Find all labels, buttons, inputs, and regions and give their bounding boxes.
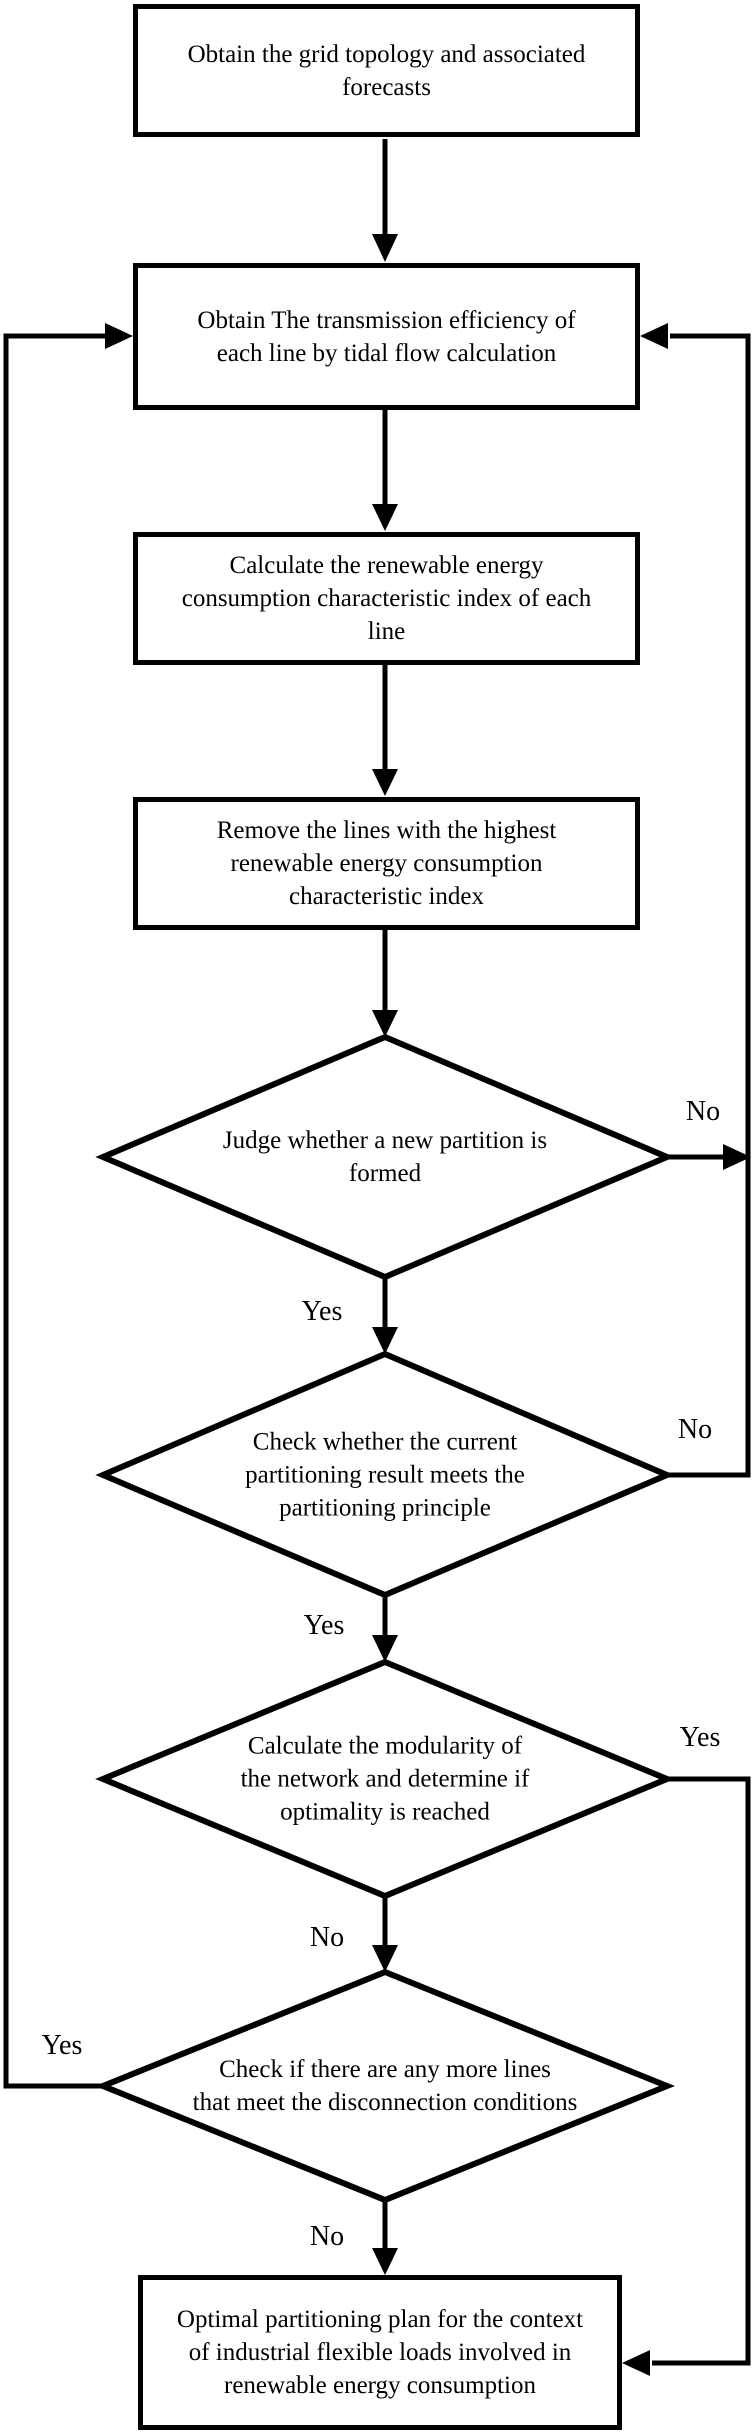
branch-label-decision1-yes: Yes (301, 1296, 343, 1327)
process-text-line: renewable energy consumption (230, 850, 543, 877)
decision-text-line: optimality is reached (280, 1798, 490, 1826)
decision-text-more-lines: Check if there are any more lines that m… (95, 2053, 675, 2119)
process-text-line: Obtain The transmission efficiency of (197, 306, 576, 334)
decision-text-modularity: Calculate the modularity of the network … (95, 1730, 675, 1829)
process-text-line: of industrial flexible loads involved in (188, 2339, 572, 2366)
arrowhead-into-step4 (372, 769, 398, 796)
branch-label-decision4-yes: Yes (41, 2030, 83, 2061)
process-text-line: renewable energy consumption (224, 2372, 536, 2399)
decision-text-new-partition: Judge whether a new partition is formed (95, 1124, 675, 1190)
process-text-line: consumption characteristic index of each (181, 585, 592, 612)
arrowhead-into-decision4 (372, 1945, 398, 1972)
decision1-diamond (95, 1033, 675, 1281)
arrowhead-into-step2-right (640, 323, 668, 349)
arrowhead-into-step2-left (105, 323, 133, 349)
decision-text-partitioning-principle: Check whether the current partitioning r… (95, 1426, 675, 1525)
branch-label-decision4-no: No (309, 2221, 345, 2252)
decision-text-line: Check if there are any more lines (219, 2056, 551, 2083)
decision-text-line: partitioning principle (279, 1494, 491, 1522)
loop-decision4-yes-to-step2 (3, 333, 107, 2089)
branch-label-decision3-yes: Yes (679, 1722, 721, 1753)
decision-text-line: Check whether the current (252, 1428, 518, 1456)
arrowhead-into-step2-top (372, 234, 398, 262)
decision-text-line: formed (348, 1160, 422, 1187)
process-text-line: characteristic index (288, 883, 485, 910)
process-text-line: Remove the lines with the highest (216, 817, 557, 844)
process-box-transmission-efficiency: Obtain The transmission efficiency of ea… (133, 263, 640, 410)
branch-label-decision2-yes: Yes (303, 1610, 345, 1641)
process-text-line: Calculate the renewable energy (229, 552, 544, 579)
process-text-line: forecasts (342, 73, 431, 101)
decision3-diamond (95, 1658, 675, 1900)
branch-label-decision3-no: No (309, 1922, 345, 1953)
process-box-optimal-plan: Optimal partitioning plan for the contex… (138, 2275, 622, 2430)
arrowhead-into-step3 (372, 504, 398, 531)
arrowhead-into-decision2 (372, 1327, 398, 1354)
decision-text-line: that meet the disconnection conditions (192, 2089, 578, 2116)
arrowhead-decision1-no-junction (723, 1144, 751, 1170)
loop-decision3-yes-to-final (652, 1776, 751, 2366)
arrowhead-into-final-right (622, 2350, 650, 2376)
branch-label-decision2-no: No (677, 1414, 713, 1445)
process-text-line: each line by tidal flow calculation (216, 339, 557, 367)
branch-label-decision1-no: No (685, 1096, 721, 1127)
process-text-line: Obtain the grid topology and associated (187, 40, 586, 68)
process-text-line: Optimal partitioning plan for the contex… (176, 2306, 584, 2333)
decision2-diamond (95, 1350, 675, 1599)
process-box-remove-lines: Remove the lines with the highest renewa… (133, 797, 640, 930)
arrowhead-into-decision3 (372, 1635, 398, 1662)
decision-text-line: Judge whether a new partition is (222, 1127, 548, 1154)
loop-decision2-no-to-step2 (664, 333, 751, 1478)
decision-text-line: partitioning result meets the (245, 1461, 525, 1489)
process-box-consumption-index: Calculate the renewable energy consumpti… (133, 532, 640, 665)
process-text-line: line (367, 618, 406, 645)
arrowhead-into-decision1 (372, 1010, 398, 1037)
decision-text-line: the network and determine if (240, 1765, 530, 1793)
process-box-obtain-topology: Obtain the grid topology and associated … (133, 4, 640, 137)
arrowhead-into-final-top (372, 2248, 398, 2275)
decision4-diamond (94, 1968, 676, 2204)
decision-text-line: Calculate the modularity of (247, 1732, 523, 1760)
